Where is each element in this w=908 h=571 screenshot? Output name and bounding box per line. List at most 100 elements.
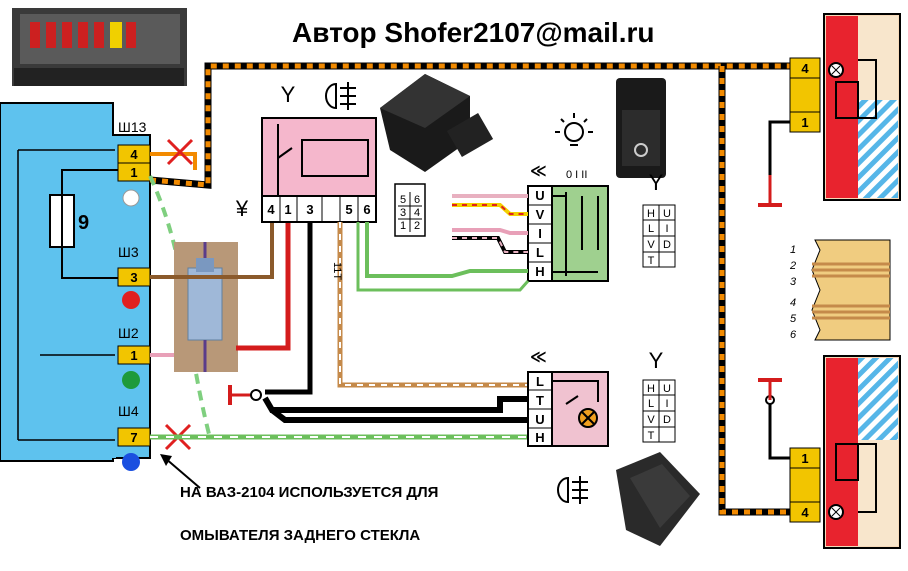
svg-text:T: T: [536, 393, 544, 408]
svg-text:1: 1: [400, 220, 406, 232]
fog-light-icon-bottom: [557, 476, 588, 504]
relay-plug-grid: 5 6 3 4 1 2: [394, 183, 426, 237]
switch-bottom-arrow-icon: ≪: [530, 349, 547, 366]
svg-text:6: 6: [414, 194, 420, 206]
inline-connector-photo: [174, 242, 238, 372]
switch-bottom-legend: H U L I V D T: [642, 379, 676, 443]
lamp-top: [823, 13, 901, 201]
svg-text:U: U: [663, 383, 671, 395]
svg-text:U: U: [535, 412, 544, 427]
svg-text:U: U: [663, 208, 671, 220]
relay: 4 1 3 5 6: [261, 117, 377, 223]
cross-mark-top: [166, 138, 194, 166]
switch-top-photo: [616, 78, 666, 178]
green-dashed-wire: [148, 175, 212, 439]
connector-sh13-label: Ш13: [118, 119, 147, 135]
svg-text:U: U: [535, 188, 544, 203]
svg-text:4: 4: [801, 61, 809, 76]
relay-y-symbol: Y: [281, 82, 296, 107]
svg-text:I: I: [538, 226, 542, 241]
relay-pin-1: 1: [284, 202, 291, 217]
author-header: Автор Shofer2107@mail.ru: [292, 17, 654, 48]
svg-text:T: T: [648, 255, 655, 267]
svg-text:I: I: [665, 398, 668, 410]
note-line-1: НА ВАЗ-2104 ИСПОЛЬЗУЕТСЯ ДЛЯ: [180, 484, 438, 501]
relay-pin-5: 5: [345, 202, 352, 217]
switch-bottom-photo: [616, 452, 700, 546]
note-line-2: ОМЫВАТЕЛЯ ЗАДНЕГО СТЕКЛА: [180, 527, 420, 544]
svg-text:V: V: [647, 239, 655, 251]
red-dot: [122, 291, 140, 309]
ground-symbol-left: [228, 385, 262, 405]
svg-text:3: 3: [130, 270, 137, 285]
svg-text:V: V: [647, 414, 655, 426]
ground-symbol-top-right: [758, 175, 782, 207]
sh13-pin-4: 4: [117, 144, 151, 164]
relay-pin-4: 4: [267, 202, 275, 217]
relay-pin-6: 6: [363, 202, 370, 217]
sh2-pin-1: 1: [117, 345, 151, 365]
relay-switch-wires: [356, 194, 530, 292]
svg-text:3: 3: [400, 207, 406, 219]
switch-bottom: L T U H: [527, 371, 609, 447]
svg-text:L: L: [536, 245, 544, 260]
lamp-bottom-pins: 1 4: [789, 447, 844, 523]
svg-text:1: 1: [790, 244, 796, 256]
svg-text:2: 2: [414, 220, 420, 232]
connector-sh4-label: Ш4: [118, 403, 139, 419]
note-arrow: [164, 457, 201, 489]
fuse-block-panel: [0, 102, 114, 462]
relay-pin-3: 3: [306, 202, 313, 217]
switch-top-legend: H U L I V D T: [642, 204, 676, 268]
svg-text:5: 5: [790, 313, 797, 325]
svg-text:L: L: [536, 374, 544, 389]
light-bulb-icon: [555, 113, 593, 146]
blue-dot: [122, 453, 140, 471]
svg-text:I: I: [665, 223, 668, 235]
svg-text:1: 1: [801, 115, 808, 130]
black-wire-ground: [262, 396, 528, 413]
svg-text:5: 5: [400, 194, 406, 206]
svg-text:3: 3: [790, 276, 797, 288]
svg-text:D: D: [663, 239, 671, 251]
svg-text:6: 6: [790, 329, 797, 341]
svg-text:4: 4: [414, 207, 420, 219]
switch-top-positions: 0 I II: [566, 169, 587, 181]
svg-text:L: L: [648, 223, 654, 235]
fuse-box-photo: [12, 8, 187, 86]
svg-text:H: H: [535, 430, 544, 445]
red-wire-relay-1: [236, 222, 291, 351]
svg-text:L: L: [648, 398, 654, 410]
top-harness-wire: [149, 62, 800, 516]
svg-text:4: 4: [130, 147, 138, 162]
svg-text:V: V: [536, 207, 545, 222]
svg-text:7: 7: [130, 430, 137, 445]
sh13-pin-1: 1: [117, 162, 151, 182]
svg-text:1: 1: [801, 451, 808, 466]
svg-text:D: D: [663, 414, 671, 426]
switch-top: U V I L H: [527, 185, 609, 282]
brown-wire-relay-4: [150, 222, 274, 279]
svg-text:T: T: [648, 430, 655, 442]
svg-text:4: 4: [790, 297, 796, 309]
switch-top-arrow-icon: ≪: [530, 163, 547, 180]
svg-text:1: 1: [130, 165, 137, 180]
white-dot: [122, 189, 140, 207]
relay-photo: [380, 74, 494, 172]
fuse-number: 9: [78, 212, 89, 234]
wire-label-11t: 11Т: [331, 262, 343, 280]
sh4-pin-7: 7: [117, 427, 151, 447]
lamp-top-pins: 4 1: [789, 57, 844, 133]
connector-sh2-label: Ш2: [118, 325, 139, 341]
fog-light-icon-relay: [325, 82, 356, 110]
svg-text:1: 1: [130, 348, 137, 363]
svg-text:H: H: [647, 208, 655, 220]
antenna-symbol: ¥: [235, 196, 249, 221]
sh3-pin-3: 3: [117, 267, 151, 287]
svg-text:2: 2: [789, 260, 796, 272]
switch-top-y-symbol: Y: [649, 170, 664, 195]
connector-sh3-label: Ш3: [118, 244, 139, 260]
svg-text:H: H: [535, 264, 544, 279]
switch-bottom-y-symbol: Y: [649, 348, 664, 373]
svg-text:H: H: [647, 383, 655, 395]
